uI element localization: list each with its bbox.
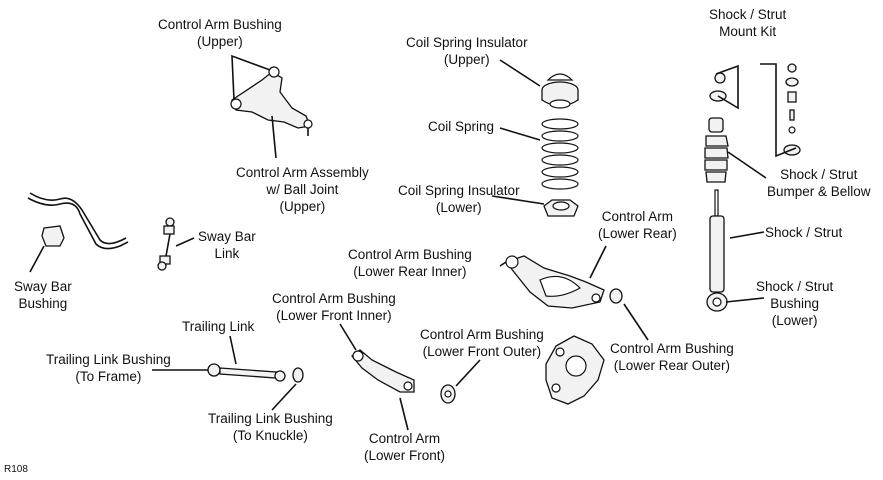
label-line: Shock / Strut (765, 225, 843, 240)
label-control-arm-lower-front: Control Arm (Lower Front) (364, 430, 445, 464)
leader-lines (29, 54, 797, 431)
coil-spring-part (541, 118, 579, 190)
label-line: Coil Spring Insulator (406, 35, 528, 50)
label-coil-spring: Coil Spring (428, 118, 494, 135)
label-line: (Lower Front Inner) (276, 308, 392, 323)
label-control-arm-bushing-upper: Control Arm Bushing (Upper) (158, 16, 282, 50)
upper-control-arm-part (230, 66, 313, 136)
label-coil-spring-insulator-lower: Coil Spring Insulator (Lower) (398, 182, 520, 216)
label-line: (Upper) (443, 52, 490, 67)
label-control-arm-bushing-lower-front-outer: Control Arm Bushing (Lower Front Outer) (420, 326, 544, 360)
label-line: (Lower Front) (364, 448, 446, 463)
label-control-arm-assembly-upper: Control Arm Assembly w/ Ball Joint (Uppe… (236, 164, 369, 215)
label-trailing-link-bushing-knuckle: Trailing Link Bushing (To Knuckle) (208, 410, 333, 444)
label-shock-strut: Shock / Strut (765, 224, 842, 241)
label-line: Coil Spring (428, 119, 495, 134)
label-line: Shock / Strut (709, 7, 787, 22)
trailing-link-part (207, 363, 304, 383)
label-line: Control Arm (368, 431, 441, 446)
label-control-arm-bushing-lower-rear-outer: Control Arm Bushing (Lower Rear Outer) (610, 340, 734, 374)
label-line: Control Arm Bushing (348, 247, 472, 262)
label-line: Bumper & Bellow (767, 184, 871, 199)
label-strut-bumper-bellow: Shock / Strut Bumper & Bellow (767, 166, 871, 200)
label-line: Bushing (18, 296, 68, 311)
label-line: Control Arm Bushing (272, 291, 396, 306)
lower-front-control-arm-part (351, 349, 456, 404)
lower-rear-control-arm-part (504, 255, 623, 309)
label-line: Sway Bar (14, 279, 72, 294)
label-line: (To Knuckle) (232, 428, 308, 443)
label-line: (Lower Rear) (598, 226, 677, 241)
label-line: Control Arm Bushing (158, 17, 282, 32)
label-sway-bar-link: Sway Bar Link (198, 228, 256, 262)
label-line: Sway Bar (198, 229, 256, 244)
strut-bumper-bellow-part (704, 117, 729, 183)
label-line: Control Arm Bushing (420, 327, 544, 342)
label-line: (Upper) (197, 34, 243, 49)
label-control-arm-bushing-lower-front-inner: Control Arm Bushing (Lower Front Inner) (272, 290, 396, 324)
label-trailing-link: Trailing Link (182, 318, 254, 335)
label-line: Coil Spring Insulator (398, 183, 520, 198)
label-line: Bushing (770, 296, 820, 311)
label-line: (Lower Rear Outer) (613, 358, 731, 373)
strut-mount-kit-part (709, 63, 801, 156)
label-line: Link (214, 246, 240, 261)
label-line: (Lower Rear Inner) (353, 264, 467, 279)
shock-strut-part (706, 189, 728, 312)
label-line: (Upper) (279, 199, 326, 214)
label-trailing-link-bushing-frame: Trailing Link Bushing (To Frame) (46, 351, 171, 385)
sway-bar-part (27, 192, 129, 250)
label-line: (Lower) (771, 313, 818, 328)
label-line: Trailing Link Bushing (46, 352, 171, 367)
label-line: Trailing Link (182, 319, 255, 334)
label-strut-mount-kit: Shock / Strut Mount Kit (709, 6, 786, 40)
label-line: Shock / Strut (780, 167, 858, 182)
coil-spring-insulator-upper-part (541, 73, 579, 109)
label-line: Control Arm (601, 209, 674, 224)
label-control-arm-bushing-lower-rear-inner: Control Arm Bushing (Lower Rear Inner) (348, 246, 472, 280)
label-line: Control Arm Bushing (610, 341, 734, 356)
label-line: w/ Ball Joint (266, 182, 339, 197)
label-line: (To Frame) (75, 369, 142, 384)
knuckle-part (545, 335, 605, 405)
figure-code: R108 (4, 464, 28, 475)
label-line: (Lower) (435, 200, 482, 215)
label-control-arm-lower-rear: Control Arm (Lower Rear) (598, 208, 677, 242)
label-line: Control Arm Assembly (236, 165, 369, 180)
label-line: (Lower Front Outer) (422, 344, 542, 359)
sway-bar-link-part (157, 217, 175, 271)
label-line: Mount Kit (719, 24, 777, 39)
coil-spring-insulator-lower-part (543, 199, 579, 217)
label-strut-bushing-lower: Shock / Strut Bushing (Lower) (756, 278, 833, 329)
label-line: Trailing Link Bushing (208, 411, 333, 426)
label-sway-bar-bushing: Sway Bar Bushing (14, 278, 72, 312)
label-coil-spring-insulator-upper: Coil Spring Insulator (Upper) (406, 34, 528, 68)
label-line: Shock / Strut (756, 279, 834, 294)
